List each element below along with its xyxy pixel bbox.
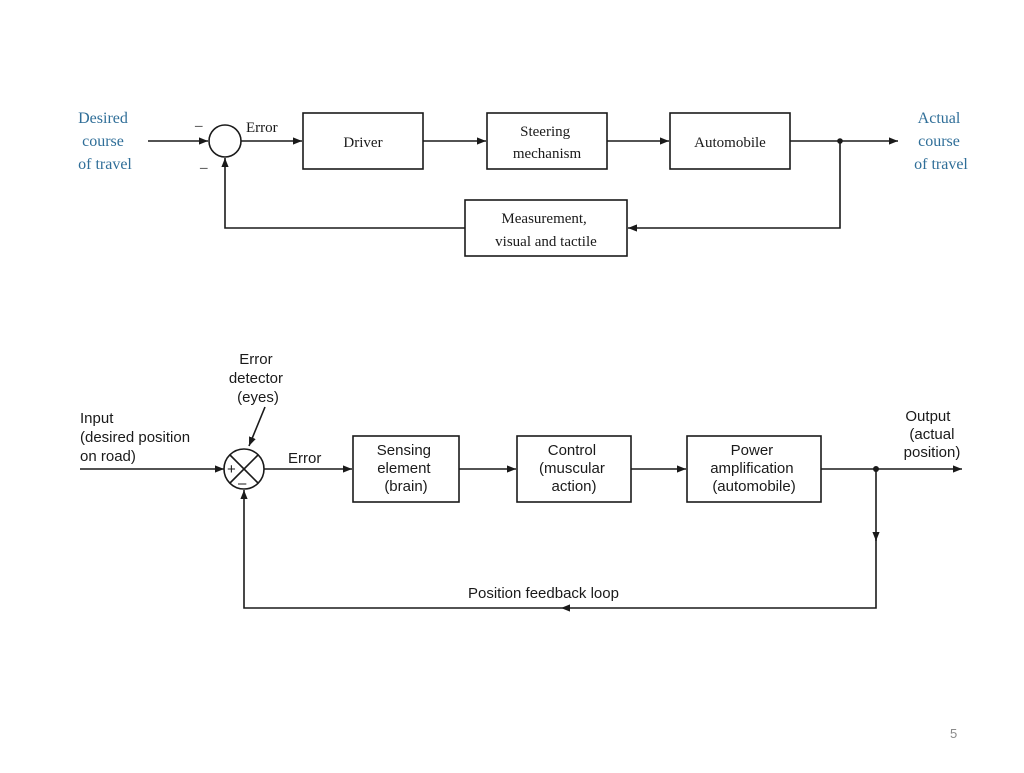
control-label: Control (muscular action) [539, 442, 609, 495]
error-label: Error [246, 120, 278, 136]
power-amplification-box [686, 435, 822, 503]
measurement-label: Measurement, visual and tactile [495, 211, 597, 250]
feedback-bottom-line [561, 538, 877, 612]
automobile-box [669, 112, 791, 170]
summing-junction [208, 124, 242, 158]
junction-cross-b [229, 454, 259, 484]
error-detector-label: Error detector (eyes) [229, 351, 287, 406]
plus-sign: + [227, 461, 236, 478]
error-label-2: Error [288, 450, 321, 467]
feedback-return-line [221, 158, 465, 229]
steering-mechanism-label: Steering mechanism [513, 124, 582, 162]
output-label: Output (actual position) [904, 408, 961, 461]
position-feedback-block-diagram: Error detector (eyes) Input (desired pos… [80, 351, 962, 612]
sensing-element-box [352, 435, 460, 503]
sensing-element-label: Sensing element (brain) [377, 442, 435, 495]
steering-mechanism-box [486, 112, 608, 170]
minus-sign: – [238, 475, 247, 492]
input-label: Input (desired position on road) [80, 410, 194, 465]
actual-course-label: Actual course of travel [914, 110, 968, 173]
automobile-label: Automobile [694, 135, 766, 151]
desired-course-label: Desired course of travel [78, 110, 132, 173]
control-box [516, 435, 632, 503]
sign-bottom: – [199, 160, 208, 176]
detector-pointer-arrow [248, 406, 266, 447]
sign-top: – [194, 118, 203, 134]
driver-label: Driver [343, 135, 382, 151]
page-number: 5 [950, 726, 958, 741]
feedback-to-measurement-line [628, 141, 841, 232]
feedback-return-line-2 [240, 490, 561, 609]
position-feedback-label: Position feedback loop [468, 585, 619, 602]
power-amplification-label: Power amplification (automobile) [710, 442, 798, 495]
driver-control-block-diagram: Desired course of travel – – Error Drive… [78, 110, 968, 257]
driver-box [302, 112, 424, 170]
measurement-box [464, 199, 628, 257]
